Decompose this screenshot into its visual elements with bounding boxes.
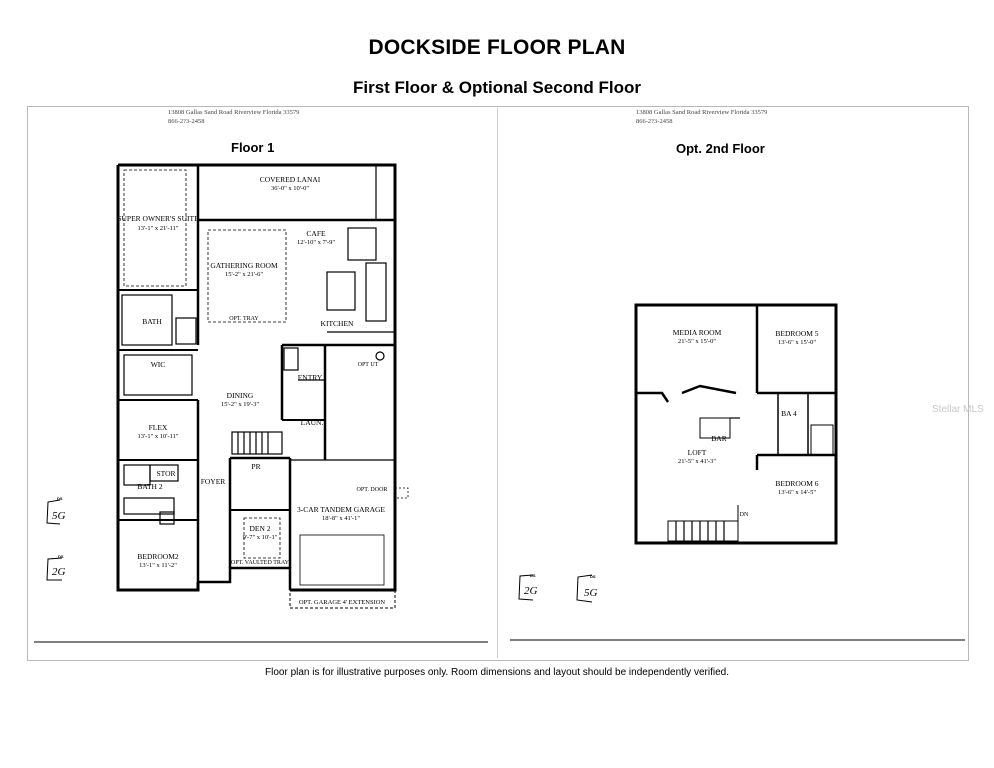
flex-dims: 13'-1" x 10'-11" <box>138 433 179 440</box>
bedroom6-dims: 13'-6" x 14'-5" <box>778 489 816 496</box>
gathering-name: GATHERING ROOM <box>210 261 278 270</box>
stamp-ds-4: DS <box>590 574 596 579</box>
garage-dims: 18'-8" x 41'-1" <box>322 515 360 522</box>
sheet-divider <box>497 108 498 658</box>
page-title: DOCKSIDE FLOOR PLAN <box>368 36 626 59</box>
bar-name: BAR <box>711 434 726 443</box>
stamp-5g-text-1: 5G <box>52 510 66 522</box>
stor-name: STOR <box>156 469 175 478</box>
suite-dims: 13'-1" x 21'-11" <box>138 225 179 232</box>
watermark: Stellar MLS <box>932 404 984 415</box>
stamp-2g-text-2: 2G <box>524 585 538 597</box>
dining-dims: 15'-2" x 19'-3" <box>221 401 259 408</box>
den2-dims: 9'-7" x 10'-1" <box>243 534 278 541</box>
left-sheet-address: 13808 Gallas Sand Road Riverview Florida… <box>168 108 299 126</box>
left-address-line2: 866-2?3-2458 <box>168 118 205 125</box>
media-dims: 21'-5" x 15'-0" <box>678 338 716 345</box>
floor1-plan <box>116 163 409 609</box>
right-sheet-address: 13808 Gallas Sand Road Riverview Florida… <box>636 108 767 126</box>
flex-name: FLEX <box>149 423 168 432</box>
den2-name: DEN 2 <box>249 524 270 533</box>
stamp-5g-text-2: 5G <box>584 587 598 599</box>
disclaimer: Floor plan is for illustrative purposes … <box>265 667 729 678</box>
media-name: MEDIA ROOM <box>673 328 722 337</box>
right-address-line1: 13808 Gallas Sand Road Riverview Florida… <box>636 109 768 116</box>
stamp-5g-left: DS 5G <box>46 496 66 525</box>
entry-name: ENTRY <box>298 373 323 382</box>
stamp-ds-1: DS <box>57 496 63 501</box>
opt-ut-note: OPT UT <box>358 362 379 368</box>
floor2-plan <box>634 303 838 545</box>
scan-edge-lines <box>34 639 965 643</box>
opt-tray-den-note: OPT. VAULTED TRAY <box>231 560 290 566</box>
gathering-dims: 15'-2" x 21'-6" <box>225 271 263 278</box>
lanai-dims: 36'-0" x 10'-0" <box>271 185 309 192</box>
opt-door-note: OPT. DOOR <box>357 487 388 493</box>
opt-tray-note: OPT. TRAY <box>229 316 259 322</box>
bath-name: BATH <box>142 317 162 326</box>
pr-name: PR <box>251 462 260 471</box>
laun-name: LAUN. <box>301 418 324 427</box>
floor1-labels: COVERED LANAI 36'-0" x 10'-0" SUPER OWNE… <box>117 175 387 606</box>
garage-ext-note: OPT. GARAGE 4' EXTENSION <box>299 599 386 606</box>
floor2-label: Opt. 2nd Floor <box>676 141 765 156</box>
right-address-line2: 866-2?3-2458 <box>636 118 673 125</box>
ba4-name: BA 4 <box>781 409 797 418</box>
stamp-ds-2: DS <box>58 554 64 559</box>
bedroom5-name: BEDROOM 5 <box>775 329 818 338</box>
bedroom5-dims: 13'-6" x 15'-0" <box>778 339 816 346</box>
bedroom2-dims: 13'-1" x 11'-2" <box>139 562 177 569</box>
floor2-labels: MEDIA ROOM 21'-5" x 15'-0" BEDROOM 5 13'… <box>673 328 819 518</box>
stamp-2g-right: DS 2G <box>518 573 538 601</box>
loft-name: LOFT <box>688 448 707 457</box>
stamp-2g-text-1: 2G <box>52 566 66 578</box>
cafe-name: CAFE <box>306 229 326 238</box>
wic-name: WIC <box>151 360 166 369</box>
suite-name: SUPER OWNER'S SUITE <box>117 214 199 223</box>
garage-name: 3-CAR TANDEM GARAGE <box>297 505 385 514</box>
dn-label: DN <box>740 512 749 518</box>
stamp-5g-right: DS 5G <box>576 574 598 603</box>
lanai-name: COVERED LANAI <box>260 175 321 184</box>
loft-dims: 21'-5" x 41'-3" <box>678 458 716 465</box>
bedroom6-name: BEDROOM 6 <box>775 479 818 488</box>
floor-plan-frame <box>27 106 969 661</box>
foyer-name: FOYER <box>201 477 226 486</box>
stamp-2g-left: DS 2G <box>46 554 66 581</box>
bedroom2-name: BEDROOM2 <box>137 552 179 561</box>
floor1-label: Floor 1 <box>231 140 275 155</box>
cafe-dims: 12'-10" x 7'-9" <box>297 239 335 246</box>
page-subtitle: First Floor & Optional Second Floor <box>352 78 642 97</box>
dining-name: DINING <box>227 391 254 400</box>
kitchen-name: KITCHEN <box>321 319 354 328</box>
stamp-ds-3: DS <box>530 573 536 578</box>
left-address-line1: 13808 Gallas Sand Road Riverview Florida… <box>168 109 300 116</box>
bath2-name: BATH 2 <box>137 482 162 491</box>
